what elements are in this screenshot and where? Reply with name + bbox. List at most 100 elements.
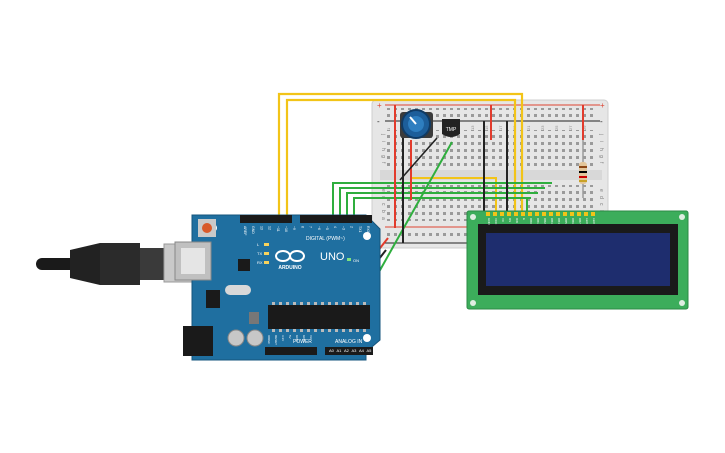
arduino-brand: ARDUINO (278, 265, 301, 271)
lcd-pin[interactable] (591, 212, 595, 216)
wire-yellow-2[interactable] (285, 98, 517, 216)
lcd-pin[interactable] (521, 212, 525, 216)
power-header-label: POWER (293, 339, 312, 345)
resistor[interactable] (579, 140, 587, 198)
row-letter: j (380, 133, 386, 135)
row-letter: g (598, 155, 604, 158)
wire-yellow-1[interactable] (277, 92, 524, 216)
row-letter: i (380, 141, 386, 142)
column-number: 17 (498, 125, 503, 130)
lcd-pin-label: E (522, 218, 526, 220)
power-pin-label: Vin (309, 335, 313, 340)
analog-pin-label: A5 (367, 348, 373, 353)
lcd-pin[interactable] (500, 212, 504, 216)
digital-pin-label: ~11 (276, 226, 280, 232)
digital-pin-label: 13 (259, 226, 263, 230)
lcd-pin-label: DB4 (557, 218, 561, 224)
digital-pin-label: ~5 (325, 226, 329, 230)
column-number: 27 (568, 125, 573, 130)
microcontroller-chip (268, 305, 370, 329)
digital-pin-label: TX1 (358, 226, 362, 232)
temperature-sensor-icon (442, 119, 460, 137)
temperature-sensor[interactable]: TMP (442, 119, 460, 137)
power-pin-label: 3.3V (281, 335, 285, 341)
rail-minus-label: - (377, 117, 380, 126)
digital-pin-label: ~6 (317, 226, 321, 230)
lcd-pin[interactable] (493, 212, 497, 216)
led-label: RX (257, 260, 263, 265)
wire-green-4[interactable] (353, 197, 531, 216)
digital-pin-label: AREF (243, 226, 247, 235)
power-jack[interactable] (183, 326, 213, 356)
potentiometer[interactable] (400, 109, 433, 139)
rail-plus-label-right: + (600, 101, 605, 110)
status-led (264, 252, 269, 255)
lcd-pin-label: LED (585, 218, 589, 225)
lcd-pin[interactable] (486, 212, 490, 216)
lcd-pin-label: DB2 (543, 218, 547, 224)
status-led (264, 243, 269, 246)
status-led (264, 261, 269, 264)
arduino-logo-icon (275, 250, 305, 262)
sensor-gnd-lead (399, 137, 438, 181)
lcd-pin[interactable] (542, 212, 546, 216)
row-letter: b (380, 210, 386, 213)
status-leds: L TX RX (257, 242, 269, 265)
digital-pin-label: GND (251, 226, 255, 234)
row-letter: c (380, 203, 386, 206)
lcd-pin-label: DB5 (564, 218, 568, 224)
lcd-pin-label: GND (487, 218, 491, 226)
lcd-pin-label: V0 (501, 218, 505, 222)
power-pin-label: GND (295, 335, 299, 343)
digital-pin-label: ~3 (341, 226, 345, 230)
row-letter: h (380, 148, 386, 151)
lcd-pin[interactable] (563, 212, 567, 216)
usb-cable-icon (70, 243, 100, 285)
row-letter: e (598, 189, 604, 192)
wire-green-3[interactable] (346, 192, 538, 216)
lcd-pin[interactable] (507, 212, 511, 216)
lcd-pin-label: RS (508, 218, 512, 222)
analog-pin-label: A1 (337, 348, 343, 353)
lcd-pin[interactable] (535, 212, 539, 216)
lcd-pin[interactable] (584, 212, 588, 216)
column-number: 15 (484, 125, 489, 130)
row-letter: f (598, 162, 604, 164)
wire-yellow-3[interactable] (412, 177, 497, 215)
power-pin-label: IOREF (267, 335, 271, 344)
wire-green-2[interactable] (339, 187, 545, 216)
digital-pin-label: RX0 (366, 226, 370, 233)
lcd-pin-label: DB3 (550, 218, 554, 224)
row-letter: j (598, 133, 604, 135)
digital-header-label: DIGITAL (PWM~) (306, 236, 345, 242)
lcd-pin[interactable] (577, 212, 581, 216)
row-letter: g (380, 155, 386, 158)
column-number: 13 (470, 125, 475, 130)
arduino-model: UNO (320, 251, 345, 263)
analog-pin-label: A4 (359, 348, 365, 353)
lcd-pin[interactable] (514, 212, 518, 216)
digital-pin-label: ~9 (292, 226, 296, 230)
row-letter: i (598, 141, 604, 142)
lcd-pin[interactable] (556, 212, 560, 216)
on-led-label: ON (353, 258, 359, 263)
lcd-pin[interactable] (549, 212, 553, 216)
led-label: L (257, 242, 260, 247)
power-pin-label: RESET (274, 335, 278, 345)
rail-plus-label: + (377, 101, 382, 110)
row-letter: d (598, 196, 604, 199)
lcd-pin-label: DB0 (529, 218, 533, 224)
analog-header-label: ANALOG IN (335, 339, 363, 345)
wire-green-1[interactable] (332, 182, 552, 216)
digital-pin-label: 4 (333, 226, 337, 228)
lcd-pin[interactable] (528, 212, 532, 216)
lcd-pin[interactable] (570, 212, 574, 216)
led-label: TX (257, 251, 262, 256)
digital-pin-label: 2 (350, 226, 354, 228)
